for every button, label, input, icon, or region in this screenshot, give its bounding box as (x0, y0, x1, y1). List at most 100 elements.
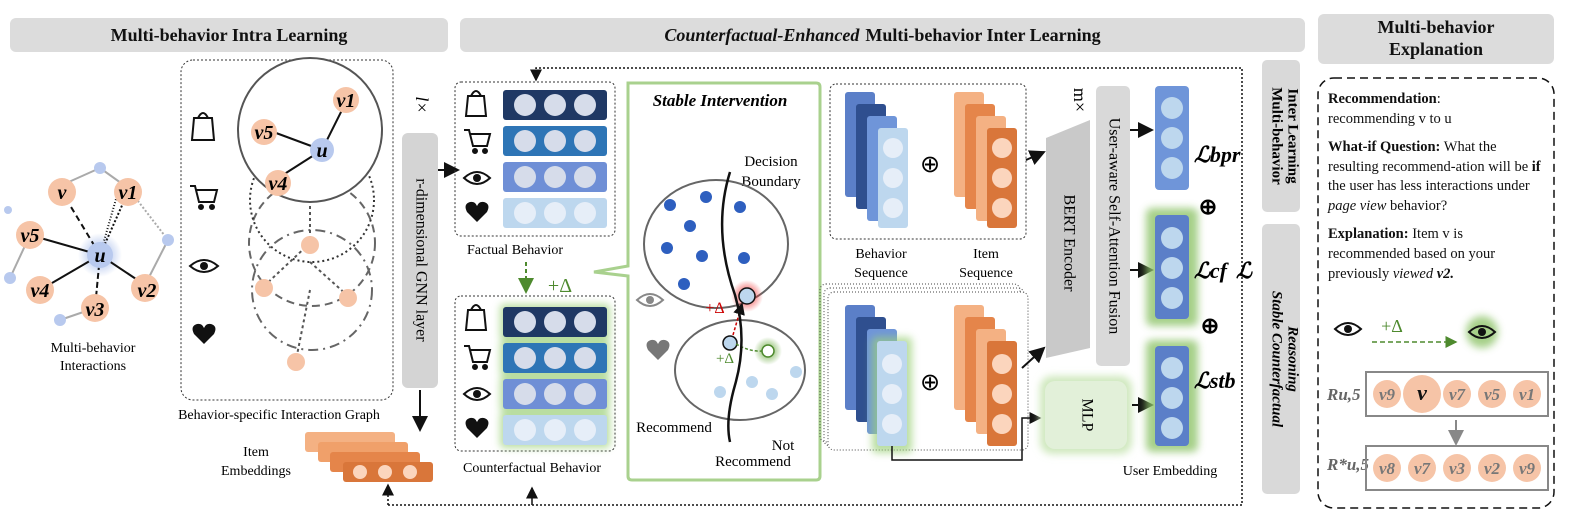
list-item-label: v9 (1519, 459, 1536, 478)
red-plus-delta: +Δ (705, 300, 724, 317)
factual-caption: Factual Behavior (467, 243, 563, 258)
list-item-label: v5 (1484, 385, 1501, 404)
gnn-layer-label: r-dimensional GNN layer (412, 178, 429, 342)
recommend-label: Recommend (636, 420, 712, 436)
decision-boundary-l2: Boundary (741, 174, 801, 190)
r-star-label: R*u,5 (1326, 455, 1370, 474)
ranking-lists: Ru,5 R*u,5 v9 v v7 v5 v1 v8 v7 v3 v2 v9 (1326, 371, 1549, 491)
item-seq-l1: Item (973, 247, 999, 262)
stable-intervention: Stable Intervention Decision Boundary +Δ (593, 81, 822, 482)
list-item-node (1373, 380, 1401, 408)
list-item-node (1513, 380, 1541, 408)
sequence-bottom: ⊕ (819, 283, 1042, 461)
node-v2 (131, 274, 159, 302)
list-item-node (1408, 454, 1436, 482)
list-item-node (1443, 454, 1471, 482)
graph-label-v5: v5 (255, 122, 274, 144)
node-v3 (81, 294, 109, 322)
side-stable-l2: Reasoning (1285, 325, 1301, 392)
graph-label-u: u (316, 140, 327, 162)
cart-icon (190, 185, 219, 210)
loss-bpr: ℒbpr (1194, 142, 1241, 167)
graph-caption: Behavior-specific Interaction Graph (178, 408, 380, 423)
m-times-label: m× (1070, 88, 1090, 112)
node-v4 (26, 276, 54, 304)
fusion-label: User-aware Self-Attention Fusion (1105, 118, 1122, 335)
behavior-seq-l1: Behavior (855, 247, 907, 262)
green-plus-delta: +Δ (716, 351, 734, 367)
behavior-seq-l2: Sequence (854, 266, 908, 281)
oplus-bottom: ⊕ (920, 370, 940, 396)
loss-labels: ℒbpr ⊕ ℒcf ℒ ⊕ ℒstb (1194, 142, 1253, 393)
list-item-label: v7 (1414, 459, 1432, 478)
item-embeddings: Item Embeddings (221, 432, 433, 482)
side-labels: Multi-behavior Inter Learning Stable Cou… (1262, 60, 1301, 494)
eye-icon (462, 387, 492, 401)
header-explanation: Multi-behavior Explanation (1318, 14, 1554, 64)
label-v1: v1 (119, 182, 138, 204)
bag-icon (464, 90, 488, 117)
cart-icon (464, 129, 492, 154)
behavior-specific-graph: v1 v5 v4 u Behavior-specific Interaction… (178, 57, 394, 423)
whatif-paragraph: What-if Question: What the resulting rec… (1328, 139, 1541, 214)
interactions-caption-l1: Multi-behavior (51, 341, 136, 356)
list-item-node (1443, 380, 1471, 408)
header-inter-rest: Multi-behavior Inter Learning (865, 24, 1101, 45)
list-item-label: v1 (1519, 385, 1535, 404)
user-embedding-label: User Embedding (1123, 464, 1217, 479)
r-label: Ru,5 (1326, 385, 1361, 404)
mlp-block: MLP (1040, 376, 1154, 454)
item-embeddings-l2: Embeddings (221, 464, 291, 479)
side-stable-l1: Stable Counterfactual (1269, 291, 1285, 428)
label-v: v (58, 182, 68, 204)
label-u: u (94, 245, 105, 267)
list-item-node (1478, 454, 1506, 482)
explanation-paragraph: Explanation: Item v is recommended based… (1328, 226, 1496, 282)
bag-icon (464, 304, 488, 331)
heart-icon (465, 417, 489, 438)
oplus-loss-2: ⊕ (1201, 313, 1219, 338)
loss-stb: ℒstb (1194, 368, 1236, 393)
header-intra-learning: Multi-behavior Intra Learning (10, 18, 448, 52)
item-embeddings-l1: Item (243, 445, 269, 460)
list-item-label: v9 (1379, 385, 1396, 404)
plus-delta-label: +Δ (548, 275, 572, 297)
node-v (48, 178, 76, 206)
loss-cf: ℒcf (1194, 258, 1230, 283)
oplus-loss-1: ⊕ (1199, 194, 1217, 219)
loss-total: ℒ (1236, 258, 1253, 283)
mlp-label: MLP (1078, 399, 1095, 432)
graph-label-v1: v1 (337, 90, 356, 112)
explanation-text: Recommendation: recommending v to u What… (1328, 90, 1543, 293)
side-inter-l2: Inter Learning (1285, 88, 1301, 184)
fusion-block: User-aware Self-Attention Fusion m× (1070, 86, 1154, 366)
eye-icon (188, 259, 220, 273)
sequence-top: ⊕ Behavior Sequence Item Sequence (829, 83, 1027, 281)
counterfactual-behavior: Counterfactual Behavior (454, 295, 616, 476)
heart-icon (465, 201, 489, 222)
header-inter-learning: Counterfactual-Enhanced Multi-behavior I… (460, 18, 1305, 52)
graph-label-v4: v4 (269, 173, 288, 195)
eye-icon (635, 293, 665, 307)
stable-title: Stable Intervention (653, 91, 788, 110)
interactions-caption-l2: Interactions (60, 359, 126, 374)
list-item-node (1478, 380, 1506, 408)
item-seq-l2: Sequence (959, 266, 1013, 281)
list-item-label: v3 (1449, 459, 1466, 478)
cart-icon (464, 345, 492, 370)
label-v5: v5 (21, 225, 40, 247)
list-item-label: v2 (1484, 459, 1501, 478)
user-embeddings: User Embedding (1123, 86, 1217, 479)
list-item-node (1373, 454, 1401, 482)
eye-icon (462, 171, 492, 185)
oplus-top: ⊕ (920, 152, 940, 178)
label-v3: v3 (86, 299, 105, 321)
bert-encoder: BERT Encoder (1021, 120, 1090, 369)
list-after: v8 v7 v3 v2 v9 (1373, 454, 1541, 482)
heart-icon (192, 323, 216, 344)
eye-icon (1333, 322, 1363, 336)
list-item-label: v8 (1379, 459, 1396, 478)
list-item-label: v (1417, 380, 1427, 405)
node-v5 (16, 221, 44, 249)
